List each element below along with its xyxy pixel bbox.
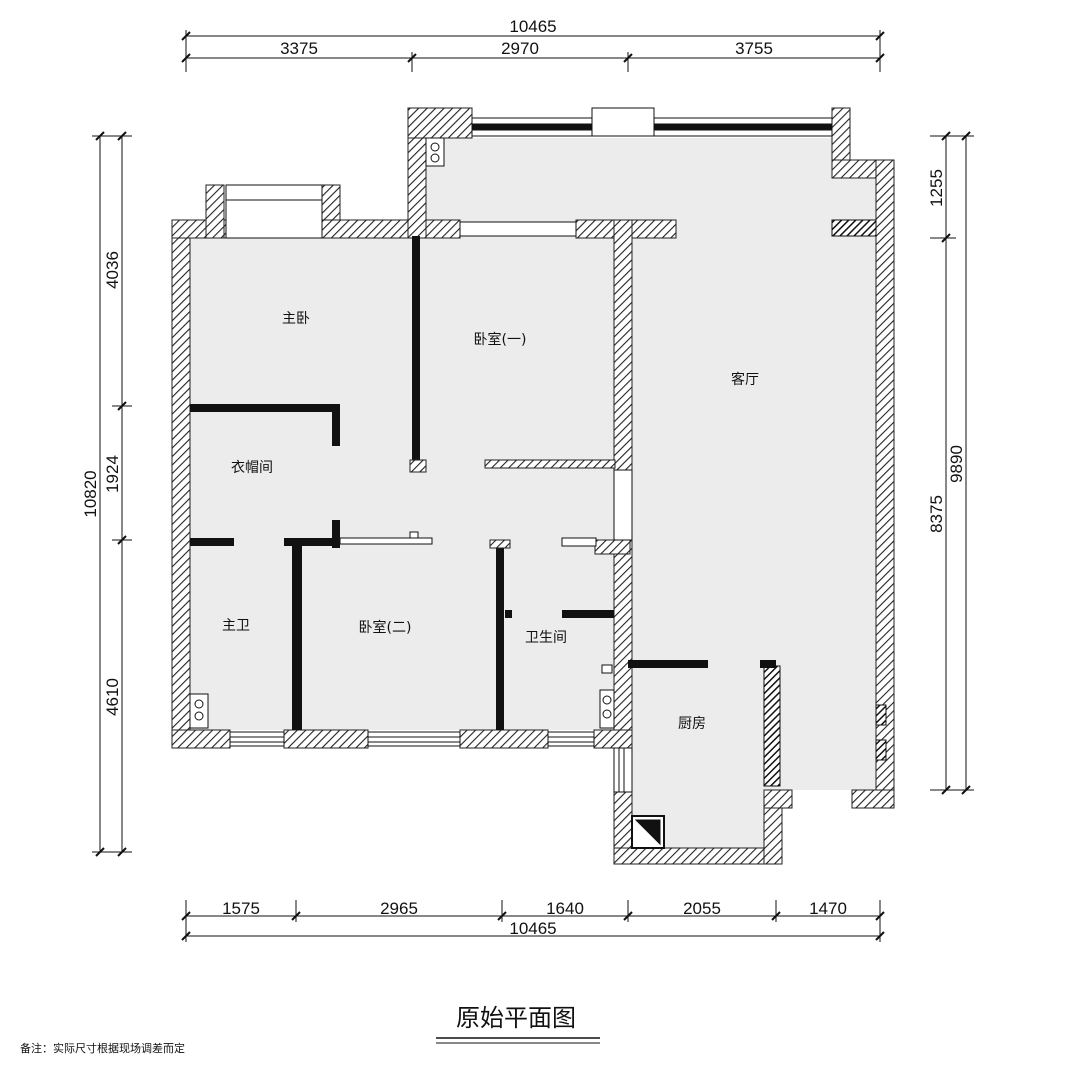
dim-top-segment: 3755 bbox=[735, 39, 773, 58]
dim-right-segment: 1255 bbox=[927, 169, 946, 207]
windows bbox=[225, 107, 833, 793]
drain-pipe-icon bbox=[425, 137, 445, 167]
dim-bottom-total: 10465 bbox=[509, 919, 556, 938]
room-label-living-room: 客厅 bbox=[731, 371, 759, 388]
dimension-labels: 10465 3375 2970 3755 1575 2965 1640 2055… bbox=[81, 17, 966, 938]
dim-left-segment: 4036 bbox=[103, 251, 122, 289]
door-openings bbox=[339, 531, 613, 674]
interior-partitions bbox=[190, 236, 776, 730]
drain-pipe-icon bbox=[189, 693, 209, 729]
room-label-cloakroom: 衣帽间 bbox=[231, 460, 273, 476]
dim-right-segment: 8375 bbox=[927, 495, 946, 533]
room-label-bedroom-1: 卧室(一) bbox=[474, 331, 527, 348]
dim-bottom-segment: 2055 bbox=[683, 899, 721, 918]
room-labels: 主卧 卧室(一) 客厅 衣帽间 主卫 卧室(二) 卫生间 厨房 bbox=[222, 311, 759, 732]
floor-areas bbox=[188, 138, 880, 850]
dim-top-segment: 2970 bbox=[501, 39, 539, 58]
room-label-bedroom-2: 卧室(二) bbox=[359, 619, 412, 636]
dim-left-segment: 1924 bbox=[103, 455, 122, 493]
footnote: 备注：实际尺寸根据现场调差而定 bbox=[20, 1041, 185, 1055]
dim-left-total: 10820 bbox=[81, 470, 100, 517]
room-label-master-bedroom: 主卧 bbox=[282, 311, 310, 327]
room-label-master-bath: 主卫 bbox=[222, 618, 250, 634]
light-partitions bbox=[409, 459, 616, 549]
room-label-bathroom: 卫生间 bbox=[525, 630, 567, 646]
dim-bottom-segment: 1575 bbox=[222, 899, 260, 918]
room-label-kitchen: 厨房 bbox=[678, 716, 706, 732]
dim-top-segment: 3375 bbox=[280, 39, 318, 58]
dimension-lines bbox=[92, 30, 974, 942]
dim-bottom-segment: 1640 bbox=[546, 899, 584, 918]
dim-left-segment: 4610 bbox=[103, 678, 122, 716]
dim-right-total: 9890 bbox=[947, 445, 966, 483]
plan-title: 原始平面图 bbox=[456, 1004, 576, 1032]
dim-bottom-segment: 2965 bbox=[380, 899, 418, 918]
dim-top-total: 10465 bbox=[509, 17, 556, 36]
dim-bottom-segment: 1470 bbox=[809, 899, 847, 918]
structural-columns bbox=[763, 219, 887, 787]
exterior-walls bbox=[171, 107, 895, 865]
fixtures bbox=[189, 137, 665, 849]
dimension-ticks bbox=[95, 31, 971, 941]
